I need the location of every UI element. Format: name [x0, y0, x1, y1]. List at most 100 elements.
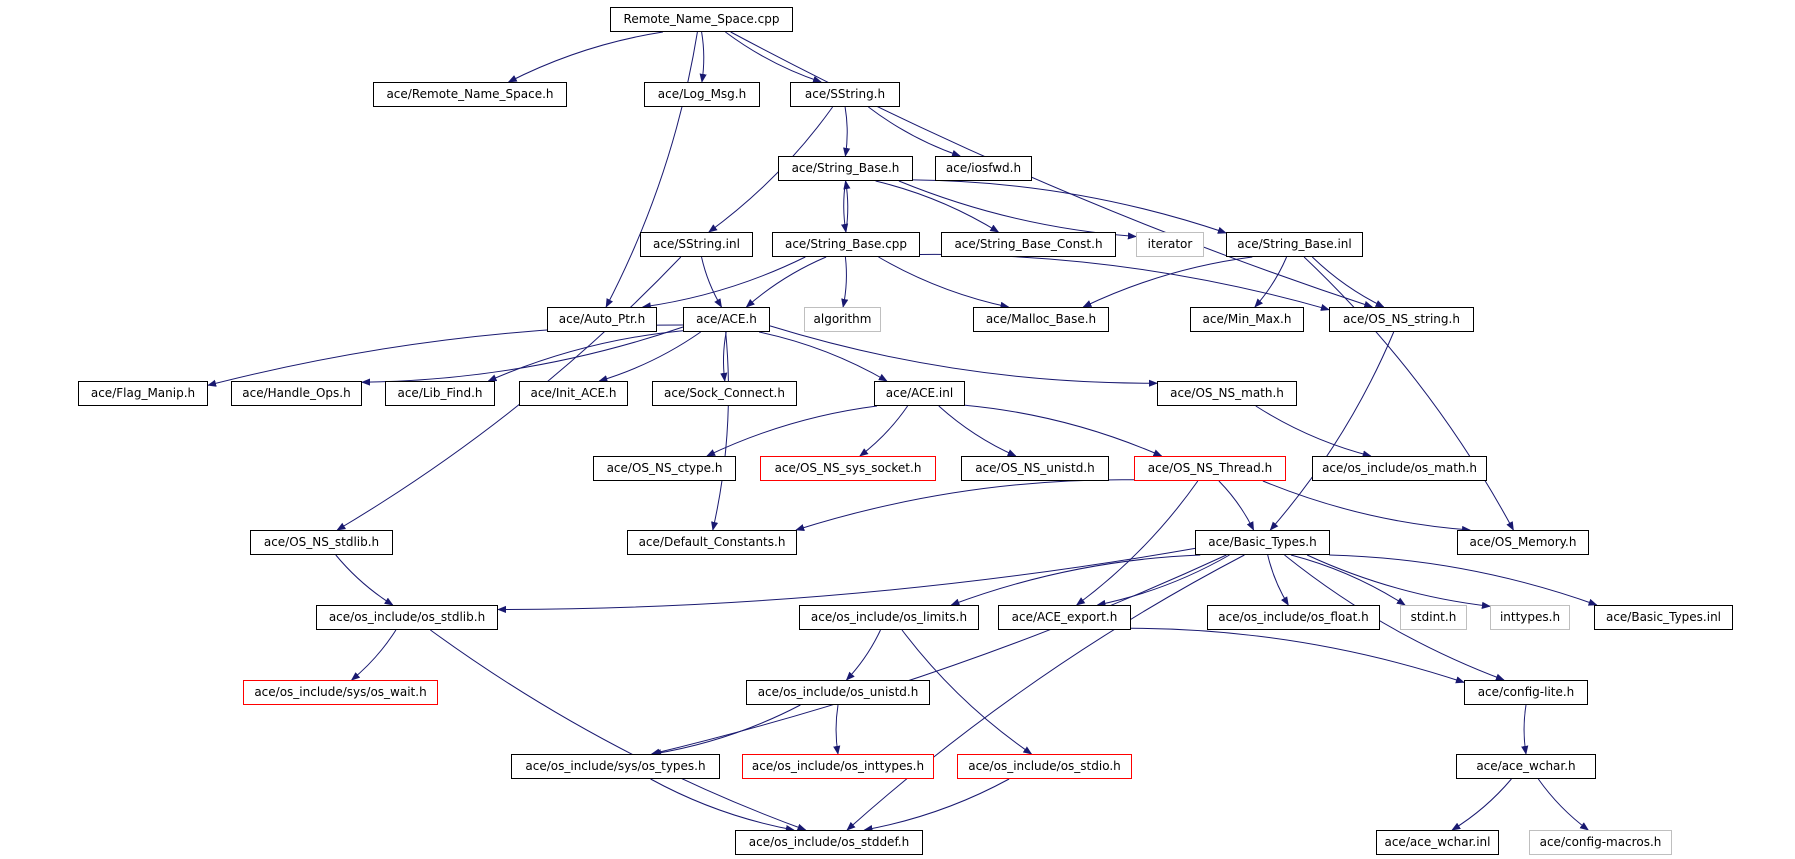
edge-n31-n34	[950, 554, 1201, 606]
edge-n12-n23	[769, 325, 1158, 387]
node-basic-types-h[interactable]: ace/Basic_Types.h	[1195, 530, 1330, 555]
edge-n42-n46	[1521, 704, 1529, 755]
node-ace-export-h[interactable]: ace/ACE_export.h	[998, 605, 1131, 630]
edge-n4-n7	[841, 180, 849, 233]
node-ace-inl[interactable]: ace/ACE.inl	[874, 381, 965, 406]
node-string-base-h[interactable]: ace/String_Base.h	[778, 156, 913, 181]
node-string-base-inl[interactable]: ace/String_Base.inl	[1226, 232, 1363, 257]
edge-n31-n39	[1329, 554, 1598, 606]
node-os-include-os-stddef-h[interactable]: ace/os_include/os_stddef.h	[735, 830, 923, 855]
node-basic-types-inl[interactable]: ace/Basic_Types.inl	[1594, 605, 1733, 630]
node-os-include-sys-os-types-h[interactable]: ace/os_include/sys/os_types.h	[511, 754, 720, 779]
edge-n34-n45	[901, 629, 1033, 755]
edge-n46-n48	[1451, 778, 1512, 831]
edge-n31-n37	[1290, 554, 1406, 606]
node-os-memory-h[interactable]: ace/OS_Memory.h	[1457, 530, 1589, 555]
node-sock-connect-h[interactable]: ace/Sock_Connect.h	[652, 381, 797, 406]
node-algorithm: algorithm	[804, 307, 881, 332]
edge-n29-n33	[335, 554, 394, 606]
node-os-include-os-stdio-h[interactable]: ace/os_include/os_stdio.h	[957, 754, 1132, 779]
node-log-msg-h[interactable]: ace/Log_Msg.h	[644, 82, 760, 107]
edge-n7-n13	[841, 256, 849, 308]
edge-n10-n15	[1254, 256, 1288, 308]
node-min-max-h[interactable]: ace/Min_Max.h	[1190, 307, 1304, 332]
edge-n7-n12	[745, 256, 827, 308]
node-string-base-const-h[interactable]: ace/String_Base_Const.h	[941, 232, 1116, 257]
node-ace-wchar-h[interactable]: ace/ace_wchar.h	[1456, 754, 1596, 779]
node-iosfwd-h[interactable]: ace/iosfwd.h	[935, 156, 1032, 181]
node-lib-find-h[interactable]: ace/Lib_Find.h	[385, 381, 495, 406]
node-init-ace-h[interactable]: ace/Init_ACE.h	[519, 381, 628, 406]
edge-n4-n8	[875, 180, 1000, 233]
edge-n31-n47	[846, 554, 1245, 831]
node-os-include-os-inttypes-h[interactable]: ace/os_include/os_inttypes.h	[742, 754, 934, 779]
edge-n3-n6	[708, 106, 834, 233]
node-stdint-h: stdint.h	[1400, 605, 1467, 630]
node-os-ns-thread-h[interactable]: ace/OS_NS_Thread.h	[1134, 456, 1286, 481]
node-os-ns-sys-socket-h[interactable]: ace/OS_NS_sys_socket.h	[760, 456, 936, 481]
edge-n41-n43	[652, 704, 801, 757]
node-iterator: iterator	[1136, 232, 1204, 257]
node-os-ns-unistd-h[interactable]: ace/OS_NS_unistd.h	[961, 456, 1109, 481]
edge-layer	[207, 31, 1598, 833]
edge-n6-n12	[701, 256, 722, 308]
edge-n22-n26	[938, 405, 1017, 457]
edge-n7-n16	[919, 253, 1330, 311]
node-sstring-h[interactable]: ace/SString.h	[790, 82, 900, 107]
node-auto-ptr-h[interactable]: ace/Auto_Ptr.h	[547, 307, 657, 332]
edge-n12-n30	[711, 331, 729, 531]
edge-n10-n14	[1082, 256, 1253, 308]
edge-n12-n21	[720, 331, 728, 382]
edge-n22-n24	[706, 405, 878, 457]
edge-n31-n35	[1096, 554, 1230, 607]
node-sstring-inl[interactable]: ace/SString.inl	[640, 232, 753, 257]
edge-n12-n22	[758, 331, 888, 382]
edge-n45-n47	[863, 778, 1010, 833]
edge-n16-n31	[1269, 331, 1395, 531]
edge-n27-n35	[1075, 480, 1199, 606]
node-os-include-os-limits-h[interactable]: ace/os_include/os_limits.h	[799, 605, 979, 630]
edge-n12-n20	[598, 331, 701, 383]
node-os-include-os-stdlib-h[interactable]: ace/os_include/os_stdlib.h	[316, 605, 498, 630]
node-os-ns-string-h[interactable]: ace/OS_NS_string.h	[1329, 307, 1474, 332]
edge-n41-n44	[833, 704, 841, 755]
edge-n31-n33	[497, 547, 1196, 614]
edge-n33-n47	[430, 629, 807, 831]
node-os-ns-math-h[interactable]: ace/OS_NS_math.h	[1157, 381, 1297, 406]
node-default-constants-h[interactable]: ace/Default_Constants.h	[627, 530, 797, 555]
edge-n6-n29	[336, 256, 682, 531]
node-os-ns-ctype-h[interactable]: ace/OS_NS_ctype.h	[593, 456, 736, 481]
edge-n22-n27	[964, 404, 1163, 457]
edge-n31-n38	[1306, 554, 1491, 609]
edge-n46-n49	[1537, 778, 1589, 831]
node-os-include-sys-os-wait-h[interactable]: ace/os_include/sys/os_wait.h	[243, 680, 438, 705]
edge-n3-n4	[843, 106, 851, 157]
node-malloc-base-h[interactable]: ace/Malloc_Base.h	[973, 307, 1109, 332]
node-handle-ops-h[interactable]: ace/Handle_Ops.h	[231, 381, 362, 406]
node-remote-name-space-h[interactable]: ace/Remote_Name_Space.h	[373, 82, 567, 107]
node-string-base-cpp[interactable]: ace/String_Base.cpp	[772, 232, 920, 257]
node-ace-wchar-inl[interactable]: ace/ace_wchar.inl	[1376, 830, 1499, 855]
edge-n4-n9	[898, 180, 1137, 240]
edge-n10-n32	[1303, 256, 1514, 531]
node-flag-manip-h[interactable]: ace/Flag_Manip.h	[78, 381, 208, 406]
node-os-include-os-math-h[interactable]: ace/os_include/os_math.h	[1312, 456, 1487, 481]
edge-n0-n1	[507, 31, 663, 83]
edge-n7-n4	[843, 180, 851, 233]
node-ace-h[interactable]: ace/ACE.h	[683, 307, 770, 332]
edge-n0-n2	[699, 31, 707, 83]
node-os-include-os-float-h[interactable]: ace/os_include/os_float.h	[1207, 605, 1380, 630]
node-config-lite-h[interactable]: ace/config-lite.h	[1464, 680, 1588, 705]
edge-n43-n47	[650, 778, 795, 833]
edge-n12-n17	[207, 324, 684, 387]
node-config-macros-h: ace/config-macros.h	[1529, 830, 1672, 855]
edge-n7-n11	[641, 256, 806, 310]
edge-n10-n16	[1311, 256, 1385, 308]
edge-n31-n42	[1284, 554, 1505, 681]
edge-n12-n19	[487, 330, 684, 382]
edge-n33-n40	[350, 629, 397, 681]
edge-n4-n10	[912, 179, 1227, 234]
node-os-include-os-unistd-h[interactable]: ace/os_include/os_unistd.h	[746, 680, 930, 705]
node-os-ns-stdlib-h[interactable]: ace/OS_NS_stdlib.h	[250, 530, 393, 555]
